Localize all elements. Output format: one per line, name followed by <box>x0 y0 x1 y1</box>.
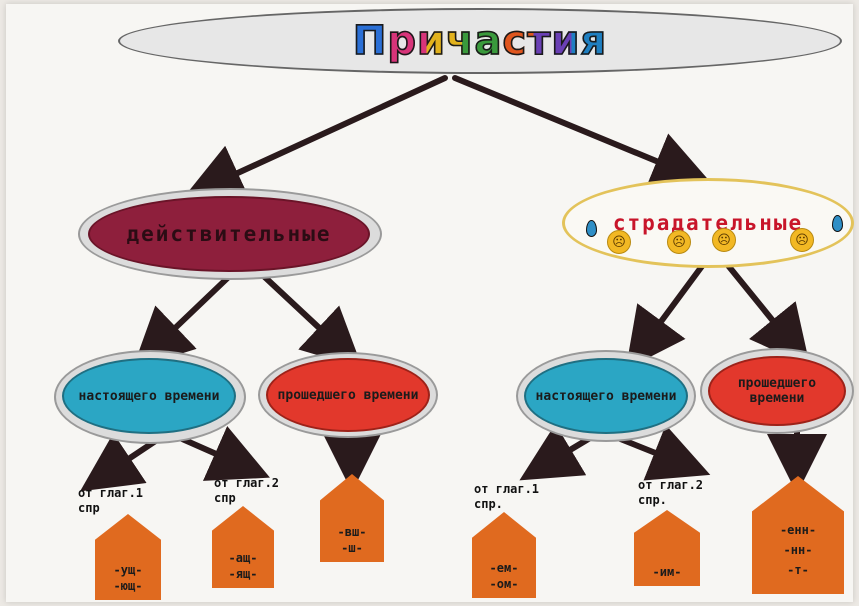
active-label: действительные <box>126 222 332 246</box>
active-present-conj1-label: от глаг.1 спр <box>78 486 144 515</box>
passive-past-label: прошедшего времени <box>737 376 817 406</box>
arrow-title-to-active <box>183 75 448 201</box>
active-past-label: прошедшего времени <box>277 387 419 403</box>
active-past-node: прошедшего времени <box>266 358 430 432</box>
suffix: -ющ- <box>113 579 143 593</box>
arrow-passive-present-left <box>519 423 593 481</box>
passive-present-conj1-label: от глаг.1 спр. <box>474 482 540 511</box>
raindrop-icon <box>586 220 597 237</box>
passive-past-node: прошедшего времени <box>708 356 846 426</box>
paper-sheet <box>6 4 853 602</box>
passive-node: страдательные <box>562 178 854 268</box>
active-present-node: настоящего времени <box>62 358 236 434</box>
suffix: -ем- <box>489 561 519 575</box>
suffix: -т- <box>787 563 809 577</box>
arrow-passive-to-past <box>719 255 811 367</box>
active-node: действительные <box>88 196 370 272</box>
passive-present-node: настоящего времени <box>524 358 688 434</box>
suffix: -ш- <box>341 541 363 555</box>
suffix: -енн- <box>779 523 817 537</box>
suffix: -ом- <box>489 577 519 591</box>
active-present-label: настоящего времени <box>78 388 220 404</box>
suffix: -ящ- <box>228 567 258 581</box>
arrow-active-to-present <box>132 265 241 369</box>
passive-label: страдательные <box>612 211 804 235</box>
sad-face-icon: ☹ <box>607 230 631 254</box>
arrow-passive-present-right <box>615 424 711 481</box>
diagram-title: Причастия <box>352 17 608 65</box>
passive-present-conj2-label: от глаг.2 спр. <box>638 478 704 507</box>
suffix: -ущ- <box>113 563 143 577</box>
passive-present-label: настоящего времени <box>535 388 677 404</box>
arrow-title-to-passive <box>452 75 713 189</box>
sad-face-icon: ☹ <box>790 228 814 252</box>
passive-present-conj1-house: -ем- -ом- <box>472 512 536 598</box>
arrow-passive-to-present <box>625 255 711 370</box>
active-present-conj2-label: от глаг.2 спр <box>214 476 280 505</box>
sad-face-icon: ☹ <box>667 230 691 254</box>
suffix: -вш- <box>337 525 367 539</box>
arrow-active-present-right <box>177 426 270 481</box>
title-cloud: Причастия <box>118 8 842 74</box>
sad-face-icon: ☹ <box>712 228 736 252</box>
arrow-active-present-left <box>80 433 163 492</box>
arrow-active-to-past <box>252 265 363 369</box>
suffix: -ащ- <box>228 551 258 565</box>
raindrop-icon <box>832 215 843 232</box>
suffix: -им- <box>652 565 682 579</box>
suffix: -нн- <box>783 543 813 557</box>
